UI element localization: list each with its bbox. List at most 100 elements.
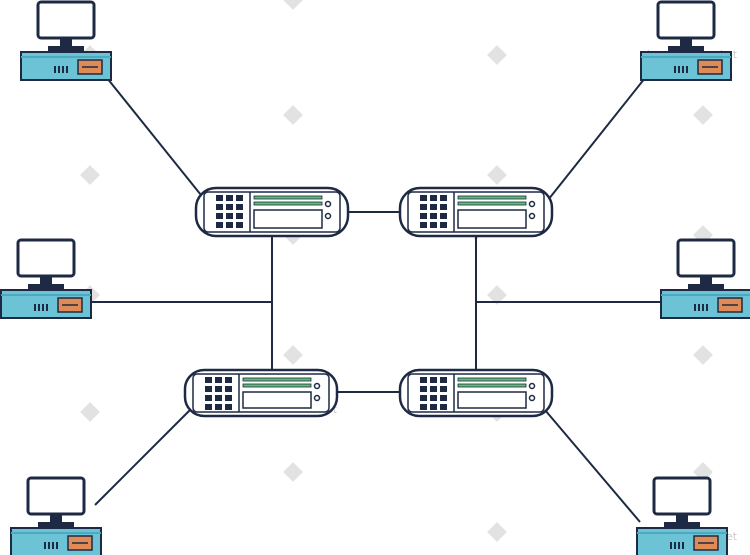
monitor-base [48, 46, 84, 52]
vent-slot [670, 542, 672, 549]
network-link [94, 409, 191, 506]
drive-slot [225, 404, 232, 410]
watermark-diamond [283, 345, 303, 365]
drive-slot [440, 395, 447, 401]
watermark-layer: eLearning.marketeLearning.marketeLearnin… [80, 0, 750, 543]
vent-slot [52, 542, 54, 549]
server-panel [457, 391, 527, 409]
drive-slot [226, 204, 233, 210]
drive-slot [420, 404, 427, 410]
monitor [26, 476, 86, 516]
drive-slot [440, 195, 447, 201]
status-bar [253, 201, 323, 206]
desktop-computer-icon [0, 238, 92, 319]
drive-slot [420, 222, 427, 228]
monitor-stand [40, 276, 52, 286]
watermark-diamond [487, 165, 507, 185]
status-bar [457, 201, 527, 206]
vent-slot [674, 542, 676, 549]
server-chassis [183, 368, 339, 418]
rack-server-icon [398, 186, 554, 238]
watermark-diamond [487, 45, 507, 65]
drive-slot [430, 213, 437, 219]
vent-slot [706, 304, 708, 311]
drive-slot [226, 222, 233, 228]
drive-slot [430, 404, 437, 410]
status-bar [457, 195, 527, 200]
server-faceplate [192, 373, 330, 413]
drive-slot [226, 195, 233, 201]
vent-slot [674, 66, 676, 73]
vent-slot [34, 304, 36, 311]
indicator-light [528, 382, 536, 390]
drive-slot [205, 386, 212, 392]
rack-server-icon [398, 368, 554, 418]
monitor-base [28, 284, 64, 290]
monitor-stand [680, 38, 692, 48]
drive-slot [236, 204, 243, 210]
drive-slot [430, 195, 437, 201]
watermark-diamond [283, 0, 303, 10]
desktop-computer-icon [20, 0, 112, 81]
watermark-diamond [80, 165, 100, 185]
status-bar [457, 377, 527, 382]
drive-slot [226, 213, 233, 219]
vent-slot [62, 66, 64, 73]
watermark-diamond [487, 522, 507, 542]
network-links [90, 77, 660, 523]
indicator-light [528, 212, 536, 220]
server-chassis [398, 186, 554, 238]
drive-slot [236, 195, 243, 201]
rack-server-icon [183, 368, 339, 418]
vent-slot [56, 542, 58, 549]
status-bar [242, 383, 312, 388]
desktop-computer-icon [636, 476, 728, 555]
drive-slot [225, 386, 232, 392]
monitor-stand [60, 38, 72, 48]
drive-slot [440, 404, 447, 410]
monitor-base [664, 522, 700, 528]
vent-slot [678, 542, 680, 549]
drive-slot [225, 377, 232, 383]
drive-slot [430, 204, 437, 210]
vent-slot [54, 66, 56, 73]
status-bar [242, 377, 312, 382]
indicator-light [324, 212, 332, 220]
watermark-diamond [283, 105, 303, 125]
drive-slot [430, 377, 437, 383]
network-link [547, 77, 646, 201]
drive-slot [420, 386, 427, 392]
vent-slot [48, 542, 50, 549]
indicator-light [528, 200, 536, 208]
monitor-base [38, 522, 74, 528]
indicator-light [324, 200, 332, 208]
server-panel [457, 209, 527, 229]
drive-slot [236, 213, 243, 219]
drive-slot [236, 222, 243, 228]
drive-slot [430, 386, 437, 392]
vent-slot [682, 542, 684, 549]
monitor [656, 0, 716, 40]
monitor [16, 238, 76, 278]
monitor [652, 476, 712, 516]
server-chassis [398, 368, 554, 418]
indicator-light [313, 394, 321, 402]
drive-slot [420, 395, 427, 401]
monitor [676, 238, 736, 278]
status-bar [253, 195, 323, 200]
desktop-computer-icon [10, 476, 102, 555]
drive-slot [216, 213, 223, 219]
server-panel [242, 391, 312, 409]
vent-slot [46, 304, 48, 311]
drive-slot [215, 395, 222, 401]
drive-slot [430, 395, 437, 401]
monitor-base [688, 284, 724, 290]
drive-slot [440, 213, 447, 219]
monitor-stand [700, 276, 712, 286]
drive-slot [225, 395, 232, 401]
server-faceplate [407, 191, 545, 233]
vent-slot [42, 304, 44, 311]
watermark-diamond [283, 462, 303, 482]
monitor-base [668, 46, 704, 52]
drive-slot [205, 404, 212, 410]
